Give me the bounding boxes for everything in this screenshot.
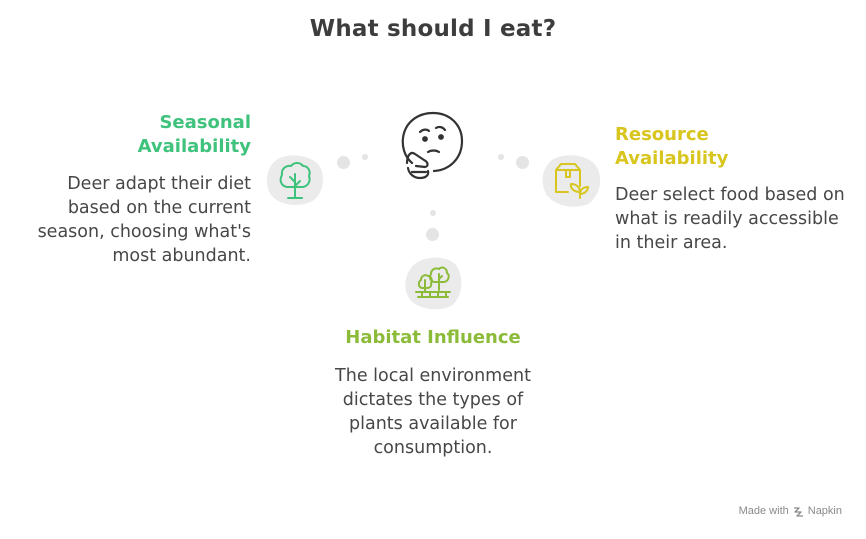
page-title: What should I eat? (309, 16, 557, 42)
napkin-logo-icon (793, 506, 803, 517)
habitat-influence-heading: Habitat Influence (345, 327, 521, 348)
thinking-face-icon (401, 111, 464, 180)
habitat-influence-description: The local environment dictates the types… (335, 366, 531, 458)
box-plant-icon (555, 163, 589, 199)
made-with-label: Made with (738, 505, 789, 517)
connector-dot (498, 154, 504, 160)
tree-icon (279, 162, 311, 199)
connector-dot (362, 154, 368, 160)
connector-dot (516, 156, 529, 169)
resource-availability-description: Deer select food based on what is readil… (615, 185, 845, 253)
connector-dot (426, 228, 439, 241)
connector-dot (337, 156, 350, 169)
resource-icon-badge (540, 152, 602, 214)
habitat-icon-badge (403, 254, 463, 316)
napkin-brand-label: Napkin (807, 505, 842, 517)
connector-dot (430, 210, 436, 216)
seasonal-availability-heading: Seasonal Availability (137, 112, 251, 157)
resource-availability-heading: Resource Availability (615, 124, 729, 169)
forest-icon (415, 266, 451, 298)
seasonal-icon-badge (264, 152, 324, 212)
seasonal-availability-description: Deer adapt their diet based on the curre… (37, 174, 251, 266)
made-with-napkin-footer[interactable]: Made with Napkin (739, 505, 842, 517)
